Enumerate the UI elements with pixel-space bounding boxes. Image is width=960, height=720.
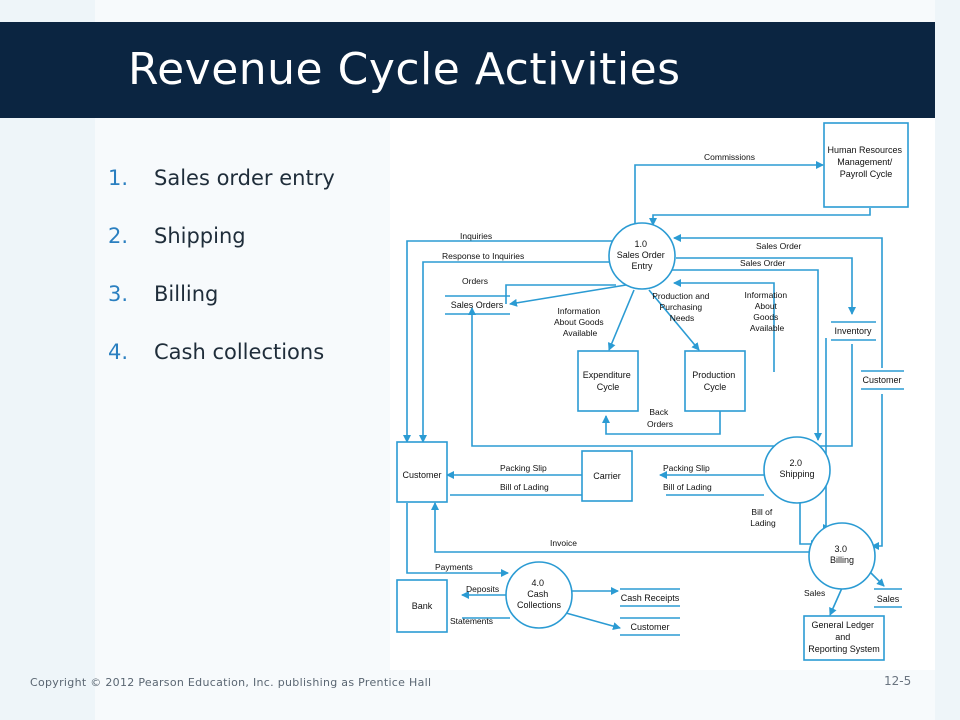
entity-expenditure-label: Expenditure Cycle bbox=[583, 370, 634, 392]
store-inventory: Inventory bbox=[834, 326, 872, 336]
store-customer-2: Customer bbox=[630, 622, 669, 632]
flow-label-commissions: Commissions bbox=[704, 152, 755, 162]
data-flow-diagram: 1.0 Sales Order Entry 2.0 Shipping 3.0 B… bbox=[390, 118, 935, 670]
entity-carrier-label: Carrier bbox=[593, 471, 621, 481]
flow-label-invoice: Invoice bbox=[550, 538, 577, 548]
flow-to-customer-store bbox=[565, 612, 621, 630]
slide-title: Revenue Cycle Activities bbox=[128, 44, 681, 95]
entity-gl-label: General Ledger and Reporting System bbox=[808, 620, 880, 654]
entity-expenditure-cycle bbox=[577, 350, 639, 412]
flow-info-goods-right bbox=[673, 279, 775, 372]
entity-carrier bbox=[581, 450, 633, 502]
flow-label-packing-slip-2: Packing Slip bbox=[663, 463, 710, 473]
flow-to-inventory bbox=[676, 257, 856, 315]
process-sales-order-entry bbox=[608, 222, 676, 290]
flow-sales-order-1 bbox=[673, 234, 883, 368]
flow-label-statements: Statements bbox=[450, 616, 493, 626]
flow-label-info-goods-right: Information About Goods Available bbox=[745, 290, 790, 333]
bullet-number: 3. bbox=[108, 282, 129, 306]
process-billing-label: 3.0 Billing bbox=[830, 544, 854, 565]
flow-label-info-goods-left: Information About Goods Available bbox=[554, 306, 606, 338]
flow-label-deposits: Deposits bbox=[466, 584, 499, 594]
bullet-text: Sales order entry bbox=[154, 166, 335, 190]
copyright-footer: Copyright © 2012 Pearson Education, Inc.… bbox=[30, 676, 432, 689]
flow-to-expenditure bbox=[608, 289, 635, 351]
bullet-item: 1. Sales order entry bbox=[108, 166, 335, 224]
flow-to-sales-orders bbox=[509, 284, 627, 307]
entity-customer-label: Customer bbox=[402, 470, 441, 480]
flow-response bbox=[419, 261, 614, 443]
bullet-list: 1. Sales order entry 2. Shipping 3. Billing… bbox=[108, 166, 335, 398]
store-sales-orders: Sales Orders bbox=[451, 300, 504, 310]
flow-sales-order-2 bbox=[672, 269, 822, 441]
flow-inventory-to-shipping bbox=[823, 338, 831, 532]
title-bar bbox=[0, 22, 935, 118]
flow-back-orders bbox=[602, 411, 721, 435]
store-customer: Customer bbox=[862, 375, 901, 385]
bullet-number: 4. bbox=[108, 340, 129, 364]
bullet-text: Shipping bbox=[154, 224, 246, 248]
entity-bank bbox=[396, 579, 448, 633]
slide-number: 12-5 bbox=[884, 674, 912, 688]
flow-label-back-orders: Back Orders bbox=[647, 407, 673, 429]
flow-to-gl bbox=[829, 587, 843, 616]
flow-label-payments: Payments bbox=[435, 562, 473, 572]
process-cash-collections-label: 4.0 Cash Collections bbox=[517, 578, 562, 610]
process-cash-collections bbox=[505, 561, 573, 629]
flow-label-bill-lading-1: Bill of Lading bbox=[500, 482, 549, 492]
flow-store-to-inventory bbox=[468, 307, 853, 447]
flow-label-prod-purch: Production and Purchasing Needs bbox=[652, 291, 712, 323]
store-sales: Sales bbox=[877, 594, 900, 604]
entity-bank-label: Bank bbox=[412, 601, 433, 611]
process-billing bbox=[808, 522, 876, 590]
bullet-text: Cash collections bbox=[154, 340, 325, 364]
flow-label-inquiries: Inquiries bbox=[460, 231, 492, 241]
flow-label-bill-lading-2: Bill of Lading bbox=[663, 482, 712, 492]
flow-invoice bbox=[431, 502, 814, 553]
entity-gl bbox=[803, 615, 885, 661]
store-cash-receipts: Cash Receipts bbox=[621, 593, 680, 603]
process-shipping bbox=[763, 436, 831, 504]
flow-commissions bbox=[634, 161, 824, 232]
flow-label-sales-order-1: Sales Order bbox=[756, 241, 802, 251]
flow-label-packing-slip-1: Packing Slip bbox=[500, 463, 547, 473]
entity-production-label: Production Cycle bbox=[692, 370, 738, 392]
flow-customer-to-billing bbox=[871, 394, 883, 550]
flow-payments bbox=[406, 503, 509, 577]
entity-hr-label: Human Resources Management/ Payroll Cycl… bbox=[827, 145, 904, 179]
flow-label-orders: Orders bbox=[462, 276, 488, 286]
flow-label-bill-lading-3: Bill of Lading bbox=[750, 507, 776, 528]
entity-customer bbox=[396, 441, 448, 503]
bullet-item: 3. Billing bbox=[108, 282, 335, 340]
process-shipping-label: 2.0 Shipping bbox=[779, 458, 814, 479]
flow-inquiries bbox=[403, 240, 615, 443]
flow-orders bbox=[505, 284, 616, 304]
bullet-number: 2. bbox=[108, 224, 129, 248]
entity-production-cycle bbox=[684, 350, 746, 412]
process-sales-order-entry-label: 1.0 Sales Order Entry bbox=[617, 239, 668, 271]
bullet-text: Billing bbox=[154, 282, 219, 306]
flow-hr-to-sales bbox=[649, 208, 871, 226]
bullet-number: 1. bbox=[108, 166, 129, 190]
bullet-item: 2. Shipping bbox=[108, 224, 335, 282]
bullet-item: 4. Cash collections bbox=[108, 340, 335, 398]
flow-label-response: Response to Inquiries bbox=[442, 251, 524, 261]
flow-label-sales: Sales bbox=[804, 588, 825, 598]
flow-to-production bbox=[648, 289, 700, 351]
flow-label-sales-order-2: Sales Order bbox=[740, 258, 786, 268]
entity-hr bbox=[823, 122, 909, 208]
